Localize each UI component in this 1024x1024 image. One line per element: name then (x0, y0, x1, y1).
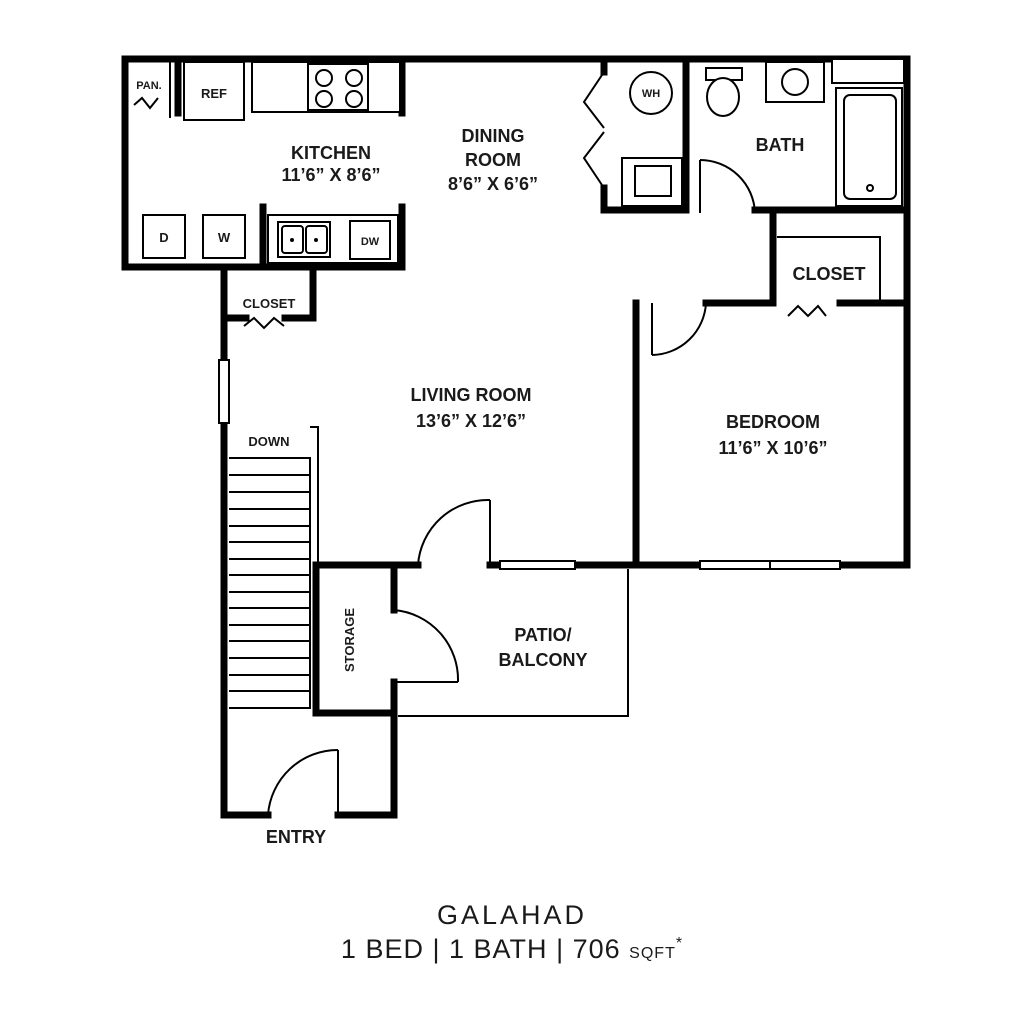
square-footage: 706 (572, 934, 621, 964)
bed-count: 1 BED (340, 934, 424, 964)
bedroom-size: 11’6” X 10’6” (718, 438, 827, 458)
fixtures (142, 59, 903, 717)
spec-separator: | (556, 934, 565, 964)
doors (133, 71, 827, 816)
kitchen-name: KITCHEN (291, 143, 371, 163)
entry-label: ENTRY (266, 827, 326, 847)
dining-size: 8’6” X 6’6” (448, 174, 538, 194)
bedroom-name: BEDROOM (726, 412, 820, 432)
pantry-label: PAN. (136, 80, 161, 92)
dining-name-line2: ROOM (465, 150, 521, 170)
entry-closet-label: CLOSET (243, 296, 296, 311)
spec-separator: | (432, 934, 441, 964)
washer-label: W (218, 230, 231, 245)
windows (218, 58, 905, 570)
water-heater-label: WH (642, 88, 660, 100)
kitchen-size: 11’6” X 8’6” (281, 165, 380, 185)
bedroom-closet-label: CLOSET (792, 264, 865, 284)
area-unit: SQFT (629, 945, 676, 962)
bath-label: BATH (756, 135, 805, 155)
stairs-down-label: DOWN (248, 434, 289, 449)
living-room-size: 13’6” X 12’6” (416, 411, 526, 431)
patio-label-line2: BALCONY (499, 650, 588, 670)
dishwasher-label: DW (361, 236, 380, 248)
bath-count: 1 BATH (449, 934, 548, 964)
room-labels: PAN. REF KITCHEN 11’6” X 8’6” DINING ROO… (136, 80, 865, 847)
dryer-label: D (159, 230, 168, 245)
living-room-name: LIVING ROOM (411, 385, 532, 405)
storage-label: STORAGE (342, 608, 357, 672)
refrigerator-label: REF (201, 86, 227, 101)
plan-specs: 1 BED | 1 BATH | 706 SQFT* (0, 934, 1024, 965)
asterisk: * (675, 935, 684, 952)
walls (121, 55, 911, 819)
plan-name: GALAHAD (436, 900, 588, 930)
dining-name-line1: DINING (462, 126, 525, 146)
patio-label-line1: PATIO/ (514, 625, 571, 645)
